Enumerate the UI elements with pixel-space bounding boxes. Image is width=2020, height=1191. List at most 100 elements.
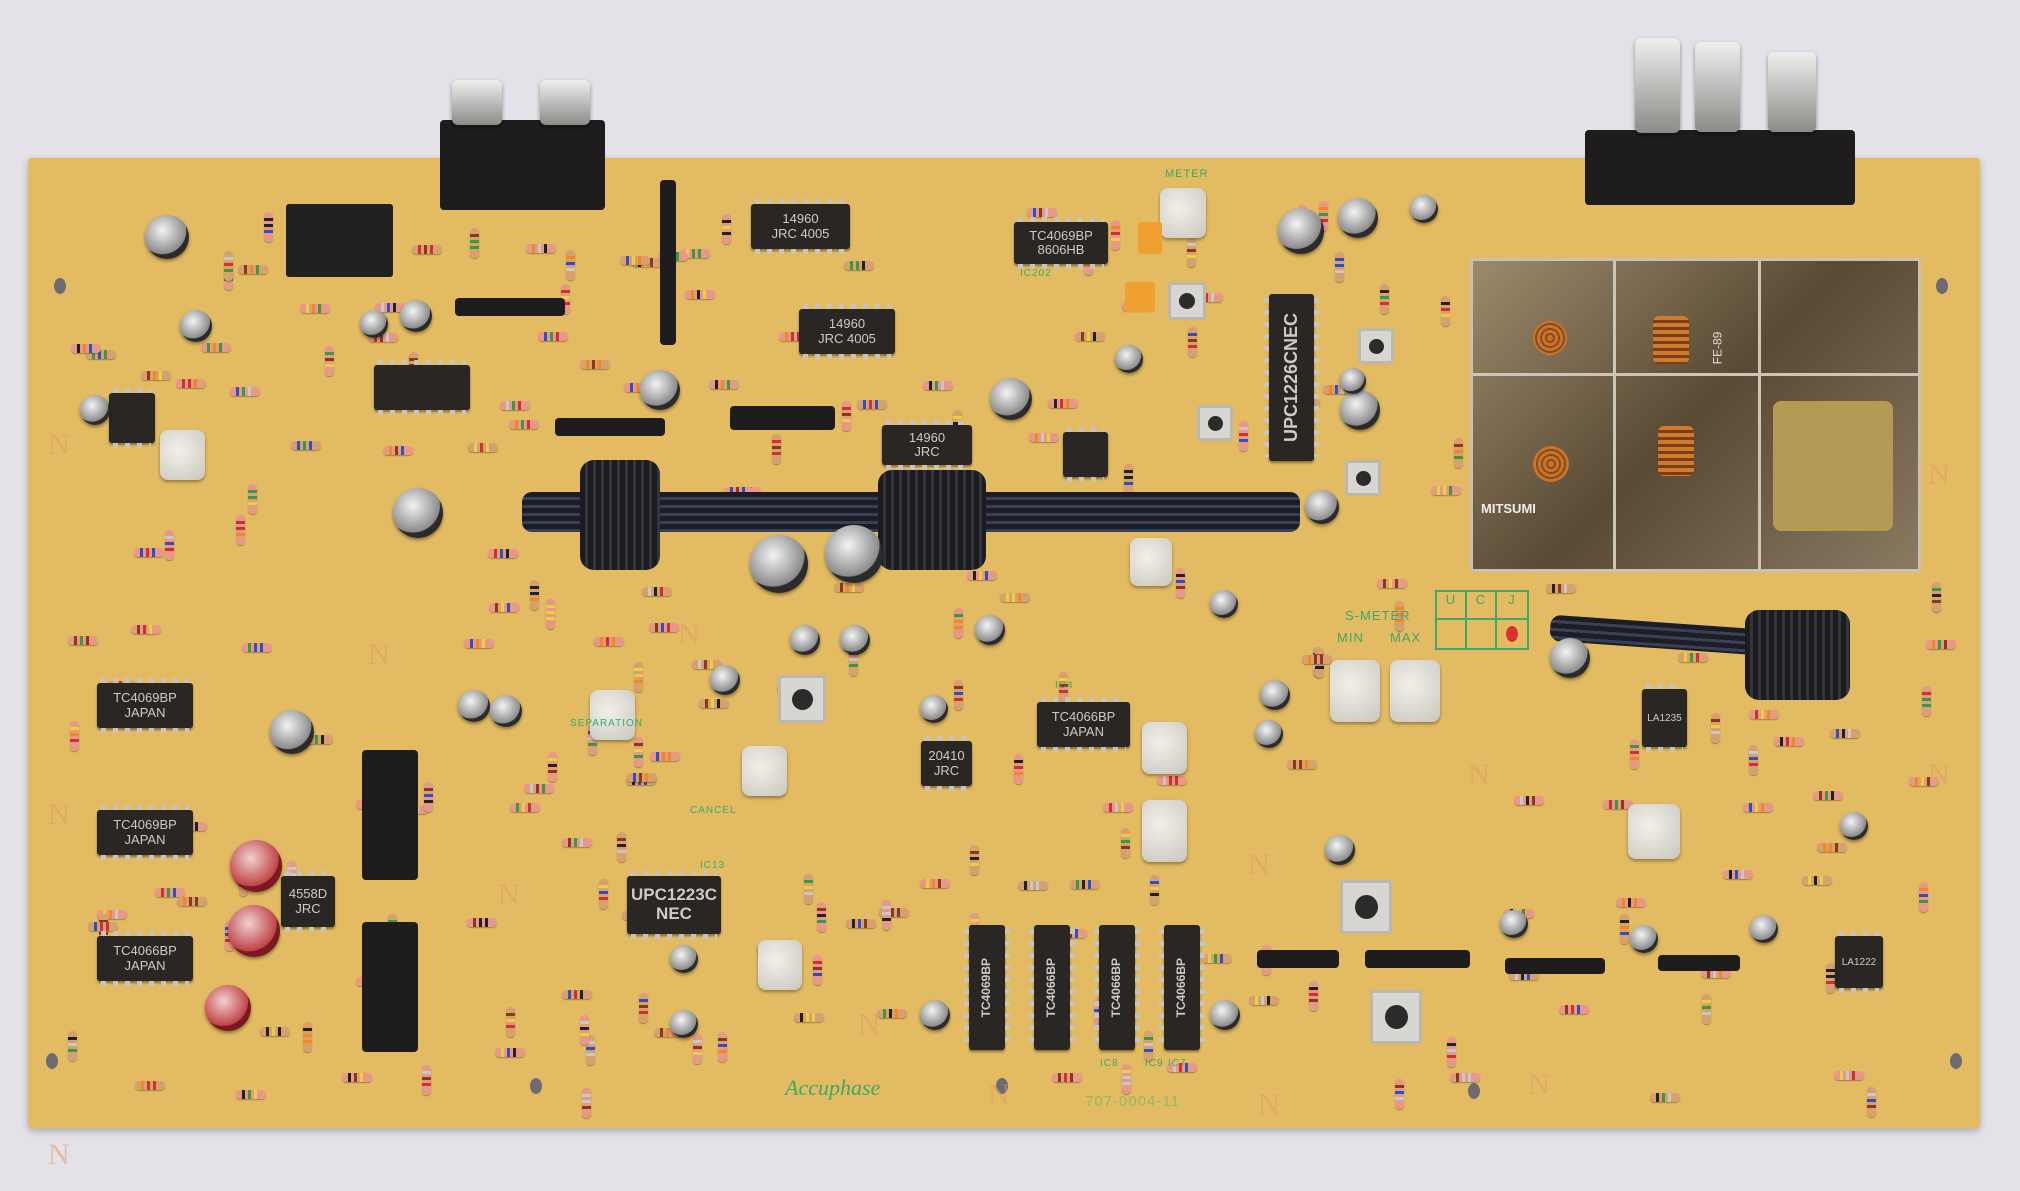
resistor [1454, 438, 1463, 469]
resistor [165, 530, 175, 561]
max-label: MAX [1390, 630, 1422, 645]
electrolytic-capacitor [1338, 198, 1378, 238]
resistor [1918, 882, 1928, 913]
resistor [131, 624, 162, 634]
resistor [411, 244, 442, 254]
sip-resistor [1257, 950, 1339, 968]
resistor [1334, 251, 1344, 282]
trimmer-cap-orange[interactable] [1125, 282, 1155, 312]
adjustable-coil[interactable] [1197, 405, 1233, 441]
module-model-label: FE-89 [1710, 331, 1725, 365]
resistor [693, 1034, 703, 1065]
trimmer-pot[interactable] [742, 746, 787, 796]
resistor [954, 608, 964, 639]
rca-jack[interactable] [540, 80, 590, 125]
resistor [565, 250, 575, 281]
trimmer-pot-s-meter-max[interactable] [1390, 660, 1440, 722]
resistor [1102, 802, 1133, 812]
adjustable-coil[interactable] [1358, 328, 1394, 364]
cable-wrap [1745, 610, 1850, 700]
mounting-hole [996, 1078, 1008, 1094]
resistor [1908, 776, 1939, 786]
resistor [970, 844, 980, 875]
min-label: MIN [1337, 630, 1364, 645]
resistor [582, 1087, 592, 1118]
resistor [856, 400, 887, 410]
trimmer-pot[interactable] [758, 940, 802, 990]
silkscreen-n-mark: N [48, 1138, 70, 1171]
resistor [134, 548, 165, 558]
rca-jack[interactable] [452, 80, 502, 125]
silkscreen-n-mark: N [48, 428, 70, 461]
resistor [1075, 331, 1106, 341]
trimmer-pot[interactable] [160, 430, 205, 480]
ic-label: IC8 [1100, 1058, 1119, 1069]
rca-jack[interactable] [1695, 42, 1740, 132]
trimmer-pot[interactable] [590, 690, 635, 740]
resistor [500, 401, 531, 411]
resistor [1925, 639, 1956, 649]
resistor [772, 433, 782, 464]
resistor [1186, 236, 1196, 267]
resistor [88, 922, 119, 932]
silkscreen-n-mark: N [1248, 848, 1270, 881]
resistor [1802, 876, 1833, 886]
adjustable-coil[interactable] [1168, 282, 1206, 320]
resistor [1051, 1073, 1082, 1083]
adjustable-coil[interactable] [1345, 460, 1381, 496]
rf-tuner-module: MITSUMI FE-89 [1470, 258, 1921, 572]
resistor [1048, 399, 1079, 409]
trimmer-pot[interactable] [1628, 804, 1680, 859]
resistor [341, 1073, 372, 1083]
silkscreen-n-mark: N [1258, 1088, 1280, 1121]
trimmer-pot[interactable] [1160, 188, 1206, 238]
resistor [1513, 795, 1544, 805]
adjustable-coil[interactable] [778, 675, 826, 723]
adjustable-coil[interactable] [1340, 880, 1392, 934]
resistor [779, 331, 810, 341]
resistor [794, 1013, 825, 1023]
resistor [1069, 879, 1100, 889]
resistor [155, 888, 186, 898]
resistor [229, 387, 260, 397]
resistor [238, 265, 269, 275]
trimmer-pot[interactable] [1142, 800, 1187, 862]
electrolytic-capacitor [990, 378, 1032, 420]
rca-jack[interactable] [1635, 38, 1680, 133]
separation-label: SEPARATION [570, 718, 643, 729]
resistor [1201, 954, 1232, 964]
resistor [375, 302, 406, 312]
resistor [1394, 1079, 1404, 1110]
trimmer-pot-s-meter-min[interactable] [1330, 660, 1380, 722]
resistor [1187, 327, 1197, 358]
adjustable-coil[interactable] [1370, 990, 1422, 1044]
coil-icon [1533, 321, 1567, 355]
silkscreen-n-mark: N [988, 1078, 1010, 1111]
trimmer-cap-orange[interactable] [1138, 222, 1162, 254]
resistor [653, 1028, 684, 1038]
resistor [1059, 672, 1069, 703]
ic-chip [374, 360, 470, 415]
resistor [580, 360, 611, 370]
resistor [649, 622, 680, 632]
electrolytic-capacitor [1260, 680, 1290, 710]
resistor [1774, 737, 1805, 747]
resistor [579, 1014, 589, 1045]
electrolytic-capacitor [1255, 720, 1283, 748]
silkscreen-n-mark: N [368, 638, 390, 671]
sip-resistor [730, 406, 835, 430]
resistor [1144, 1030, 1154, 1061]
trimmer-pot[interactable] [1130, 538, 1172, 586]
resistor [177, 896, 208, 906]
trimmer-pot[interactable] [1142, 722, 1187, 774]
cancel-label: CANCEL [690, 805, 737, 816]
resistor [1867, 1086, 1877, 1117]
resistor [1826, 963, 1836, 994]
resistor [1121, 1064, 1131, 1095]
rca-jack[interactable] [1768, 52, 1816, 132]
ic-chip-vertical: TC4069BP [964, 925, 1010, 1050]
